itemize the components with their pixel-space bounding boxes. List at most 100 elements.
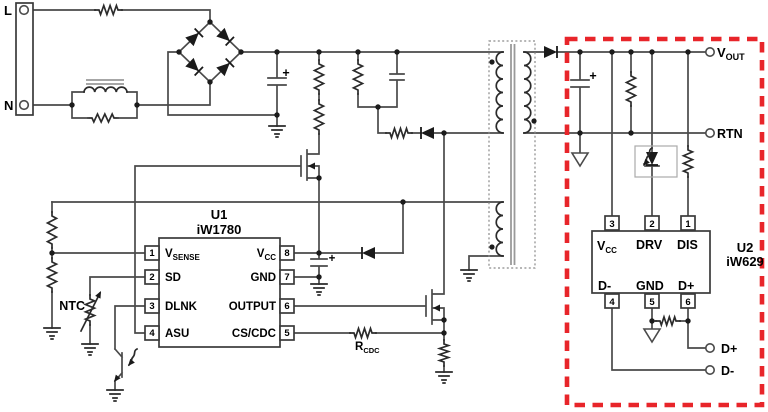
u1-pin2-box — [144, 269, 160, 285]
secondary-phase-dot — [531, 118, 537, 124]
rcdc-label: RCDC — [355, 341, 380, 355]
u2-ic — [591, 215, 711, 309]
u2-pin4-box — [604, 293, 620, 309]
fuse-resistor — [94, 2, 123, 18]
bulk-cap-wires — [267, 51, 287, 116]
u2-pin5-number: 5 — [649, 297, 655, 308]
bulk-cap-plus: + — [282, 66, 289, 80]
optocoupler-led — [634, 145, 678, 178]
rtn-label: RTN — [717, 127, 743, 141]
vcc-cap-plus: + — [329, 253, 336, 265]
aux-winding — [495, 201, 504, 257]
vcc-row — [293, 252, 404, 285]
u2-pin6-box — [680, 293, 696, 309]
opto-transistor-wires — [113, 305, 146, 391]
u2-pin2-number: 2 — [649, 219, 654, 230]
u1-pin7-box — [279, 269, 295, 285]
out-cap-plus: + — [589, 69, 596, 83]
u2-pin1-number: 1 — [685, 219, 691, 230]
u1-pin5-number: 5 — [284, 328, 290, 339]
u2-pin2-label: DRV — [636, 238, 663, 252]
u1-pin3-box — [144, 298, 160, 314]
primary-wiring — [27, 9, 504, 391]
u1-pin8-box — [279, 245, 295, 261]
u2-pin1-label: DIS — [677, 238, 698, 252]
u1-pin6-number: 6 — [284, 301, 289, 312]
u1-pin6-box — [279, 298, 295, 314]
dis-resistor — [681, 145, 695, 178]
u1-ic — [144, 237, 295, 348]
u2-pin3-box — [604, 215, 620, 231]
u2-highlight-box — [564, 36, 765, 408]
u1-pin8-number: 8 — [284, 248, 289, 259]
dminus-terminal — [704, 364, 715, 375]
u1-pin3-label: DLNK — [165, 301, 198, 313]
dminus-label: D- — [721, 364, 734, 378]
snubber-resistor — [351, 59, 365, 95]
rtn-terminal — [704, 128, 715, 139]
u1-pin1-label: VSENSE — [165, 248, 200, 262]
junction-dots — [49, 19, 691, 336]
u1-pin2-label: SD — [165, 272, 181, 284]
ac-terminal-block — [15, 2, 34, 116]
ntc-wires — [89, 276, 146, 345]
ntc-label: NTC — [59, 299, 85, 313]
ntc-arrow-line — [79, 291, 102, 333]
u1-ref-label: U1 — [211, 207, 228, 222]
rcdc-resistor — [349, 325, 377, 341]
u2-ref-label: U2 — [737, 240, 754, 255]
u2-pin3-number: 3 — [609, 219, 614, 230]
ntc-thermistor — [83, 294, 97, 326]
secondary-winding — [523, 51, 532, 134]
u2-pin5-label: GND — [636, 279, 664, 293]
cs-row — [293, 332, 445, 373]
output-load-resistor — [624, 71, 638, 107]
out-cap-wires — [570, 51, 590, 154]
u1-pin2-number: 2 — [149, 272, 154, 283]
vout-terminal — [704, 46, 715, 57]
current-sense-resistor — [436, 339, 452, 367]
u1-pin7-number: 7 — [284, 272, 289, 283]
u2-pin6-label: D+ — [678, 279, 694, 293]
vsense-divider-r2 — [45, 257, 59, 293]
u2-pin4-number: 4 — [609, 297, 615, 308]
u1-pin5-label: CS/CDC — [232, 328, 276, 340]
u2-pin2-box — [644, 215, 660, 231]
vout-label: VOUT — [717, 45, 745, 62]
dplus-terminal — [704, 342, 715, 353]
labels: L N + + + NTC RCDC U1 iW1780 VSENSE SD D… — [4, 3, 764, 378]
u1-pin4-box — [144, 325, 160, 341]
u1-pin4-number: 4 — [149, 328, 155, 339]
u1-pin7-label: GND — [250, 272, 276, 284]
flyback-transformer — [488, 40, 536, 269]
u1-pin5-box — [279, 325, 295, 341]
u2-dplus-resistor — [655, 314, 681, 328]
output-terminals — [704, 46, 715, 375]
aux-sense-line — [51, 201, 504, 271]
u2-pin4-label: D- — [598, 279, 611, 293]
u1-part-label: iW1780 — [197, 222, 242, 237]
clamp-resistor — [385, 125, 413, 141]
primary-phase-dot — [489, 59, 495, 65]
neutral-terminal — [18, 99, 30, 111]
u1-pin3-number: 3 — [149, 301, 154, 312]
ac-input-wires — [27, 9, 211, 106]
aux-phase-dot — [489, 244, 495, 250]
u2-pin1-box — [680, 215, 696, 231]
vsense-divider-r1 — [45, 211, 59, 249]
u2-pin6-number: 6 — [685, 297, 690, 308]
u1-pin4-label: ASU — [165, 328, 189, 340]
u2-pin3-label: VCC — [597, 239, 617, 255]
u1-pin8-label: VCC — [257, 248, 276, 262]
optocoupler-phototransistor — [111, 347, 139, 384]
u1-pin1-box — [144, 245, 160, 261]
opto-led-wires — [644, 51, 660, 217]
startup-resistor-2 — [312, 99, 326, 135]
dplus-label: D+ — [721, 342, 737, 356]
u2-pin5-box — [644, 293, 660, 309]
u1-pin6-label: OUTPUT — [229, 301, 276, 313]
resistors — [45, 2, 695, 367]
